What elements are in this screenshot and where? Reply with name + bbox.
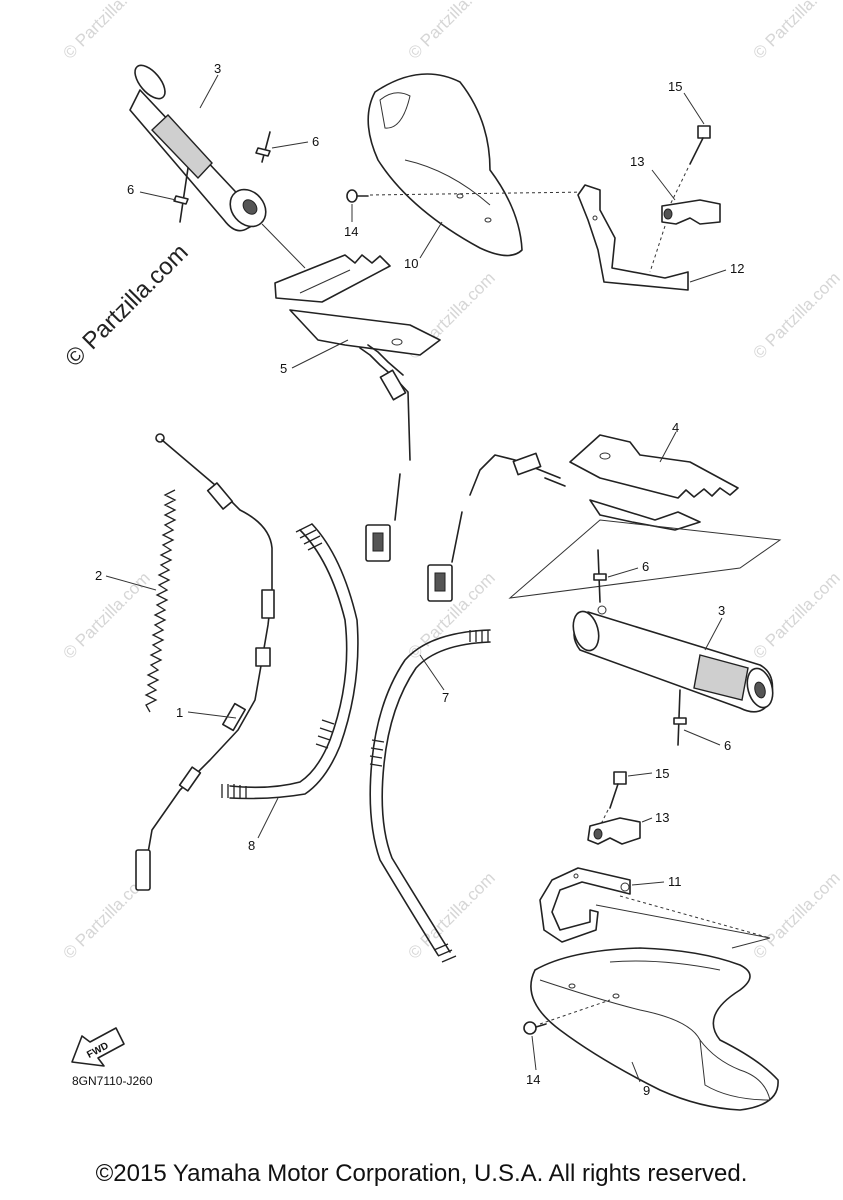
callout-rivet-c: 6	[642, 559, 649, 574]
bracket-right	[539, 867, 771, 949]
callout-holder-left: 13	[630, 154, 644, 169]
leader	[257, 797, 279, 839]
callout-screw-right: 14	[526, 1072, 540, 1087]
callout-bolt-left: 15	[668, 79, 682, 94]
watermark-tile: © Partzilla.com	[404, 0, 498, 63]
callout-heater-left: 5	[280, 361, 287, 376]
callout-guard-right: 9	[643, 1083, 650, 1098]
copyright-notice: ©2015 Yamaha Motor Corporation, U.S.A. A…	[95, 1160, 748, 1187]
callout-bracket-left: 12	[730, 261, 744, 276]
leader	[659, 431, 677, 463]
holder-left	[649, 199, 721, 273]
callout-bracket-right: 11	[668, 874, 682, 889]
leader	[531, 1035, 537, 1071]
leader	[651, 169, 676, 201]
watermark-tile: © Partzilla.com	[59, 0, 153, 63]
leader	[291, 339, 349, 369]
heater-right	[427, 434, 782, 602]
screw-left	[346, 189, 369, 203]
leader	[271, 141, 309, 149]
grip-right	[572, 610, 774, 713]
watermark-tile: © Partzilla.com	[749, 568, 843, 662]
bolt-left	[669, 125, 711, 206]
callout-bolt-right: 15	[655, 766, 669, 781]
callout-heater-right: 4	[672, 420, 679, 435]
watermark-tile: © Partzilla.com	[749, 268, 843, 362]
callout-hose-long: 7	[442, 690, 449, 705]
callout-spring: 2	[95, 568, 102, 583]
leader	[641, 817, 653, 823]
callout-rivet-a: 6	[312, 134, 319, 149]
grip-left	[129, 64, 306, 269]
leader	[631, 1061, 641, 1083]
throttle-cable	[135, 433, 275, 891]
rivet-left-upper	[255, 131, 271, 163]
bracket-left	[577, 184, 689, 291]
heater-left	[274, 254, 441, 562]
hose-short	[221, 523, 359, 800]
callout-hose-short-label: 8	[248, 838, 255, 853]
leader	[419, 221, 443, 259]
fwd-arrow-icon: FWD	[71, 1027, 125, 1067]
callout-rivet-d: 6	[724, 738, 731, 753]
watermark-main: © Partzilla.com	[60, 239, 193, 372]
rivet-right-lower	[673, 689, 687, 746]
holder-right	[587, 817, 641, 845]
leader	[199, 74, 219, 109]
diagram-code: 8GN7110-J260	[72, 1074, 153, 1088]
bolt-right	[599, 771, 627, 827]
hose-long	[369, 629, 491, 963]
spring	[144, 489, 177, 713]
leader	[419, 654, 445, 691]
leader	[187, 711, 237, 719]
leader	[139, 191, 177, 201]
watermark-tile: © Partzilla.com	[749, 868, 843, 962]
leader	[607, 567, 639, 578]
callout-grip-left: 3	[214, 61, 221, 76]
leader	[683, 729, 721, 746]
callout-screw-left: 14	[344, 224, 358, 239]
watermark-tile: © Partzilla.com	[59, 568, 153, 662]
hand-guard-right	[530, 947, 779, 1111]
callout-guard-left: 10	[404, 256, 418, 271]
leader	[683, 92, 705, 125]
callout-rivet-b: 6	[127, 182, 134, 197]
leader	[704, 617, 723, 651]
hand-guard-left	[367, 73, 589, 257]
callout-throttle-cable: 1	[176, 705, 183, 720]
callout-holder-right: 13	[655, 810, 669, 825]
rivet-right-upper	[593, 549, 607, 615]
callout-grip-right: 3	[718, 603, 725, 618]
watermark-tile: © Partzilla.com	[404, 868, 498, 962]
leader	[631, 881, 665, 886]
screw-right	[523, 1021, 547, 1035]
leader	[627, 772, 653, 777]
watermark-tile: © Partzilla.com	[749, 0, 843, 63]
leader	[689, 269, 727, 283]
leader	[105, 575, 157, 591]
